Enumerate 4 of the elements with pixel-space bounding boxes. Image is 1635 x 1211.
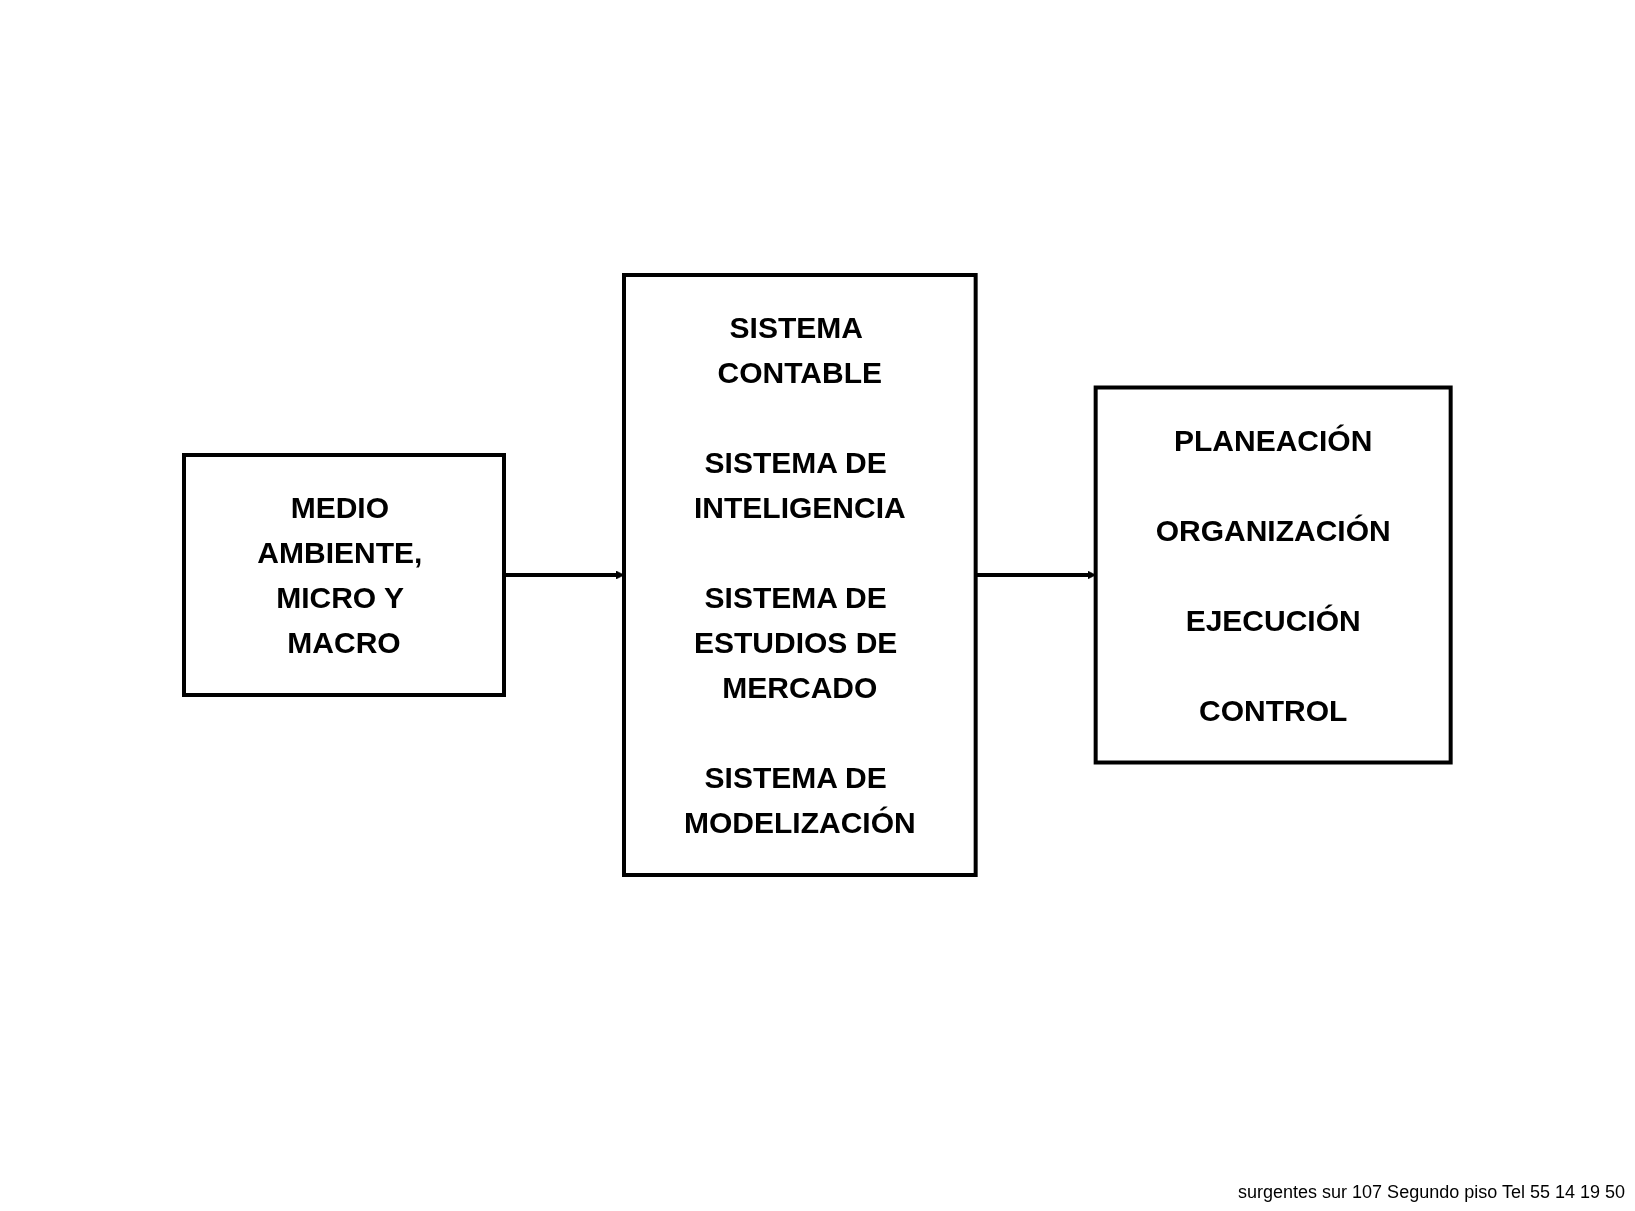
footer-text: surgentes sur 107 Segundo piso Tel 55 14 19 50 — [1238, 1182, 1625, 1203]
node-box: MEDIO AMBIENTE, MICRO Y MACRO — [182, 453, 507, 697]
node-box: SISTEMA CONTABLE SISTEMA DE INTELIGENCIA SISTEMA DE ESTUDIOS DE MERCADO SISTEMA DE MODELIZACIÓN — [622, 273, 978, 877]
node-box: PLANEACIÓN ORGANIZACIÓN EJECUCIÓN CONTROL — [1093, 385, 1453, 765]
